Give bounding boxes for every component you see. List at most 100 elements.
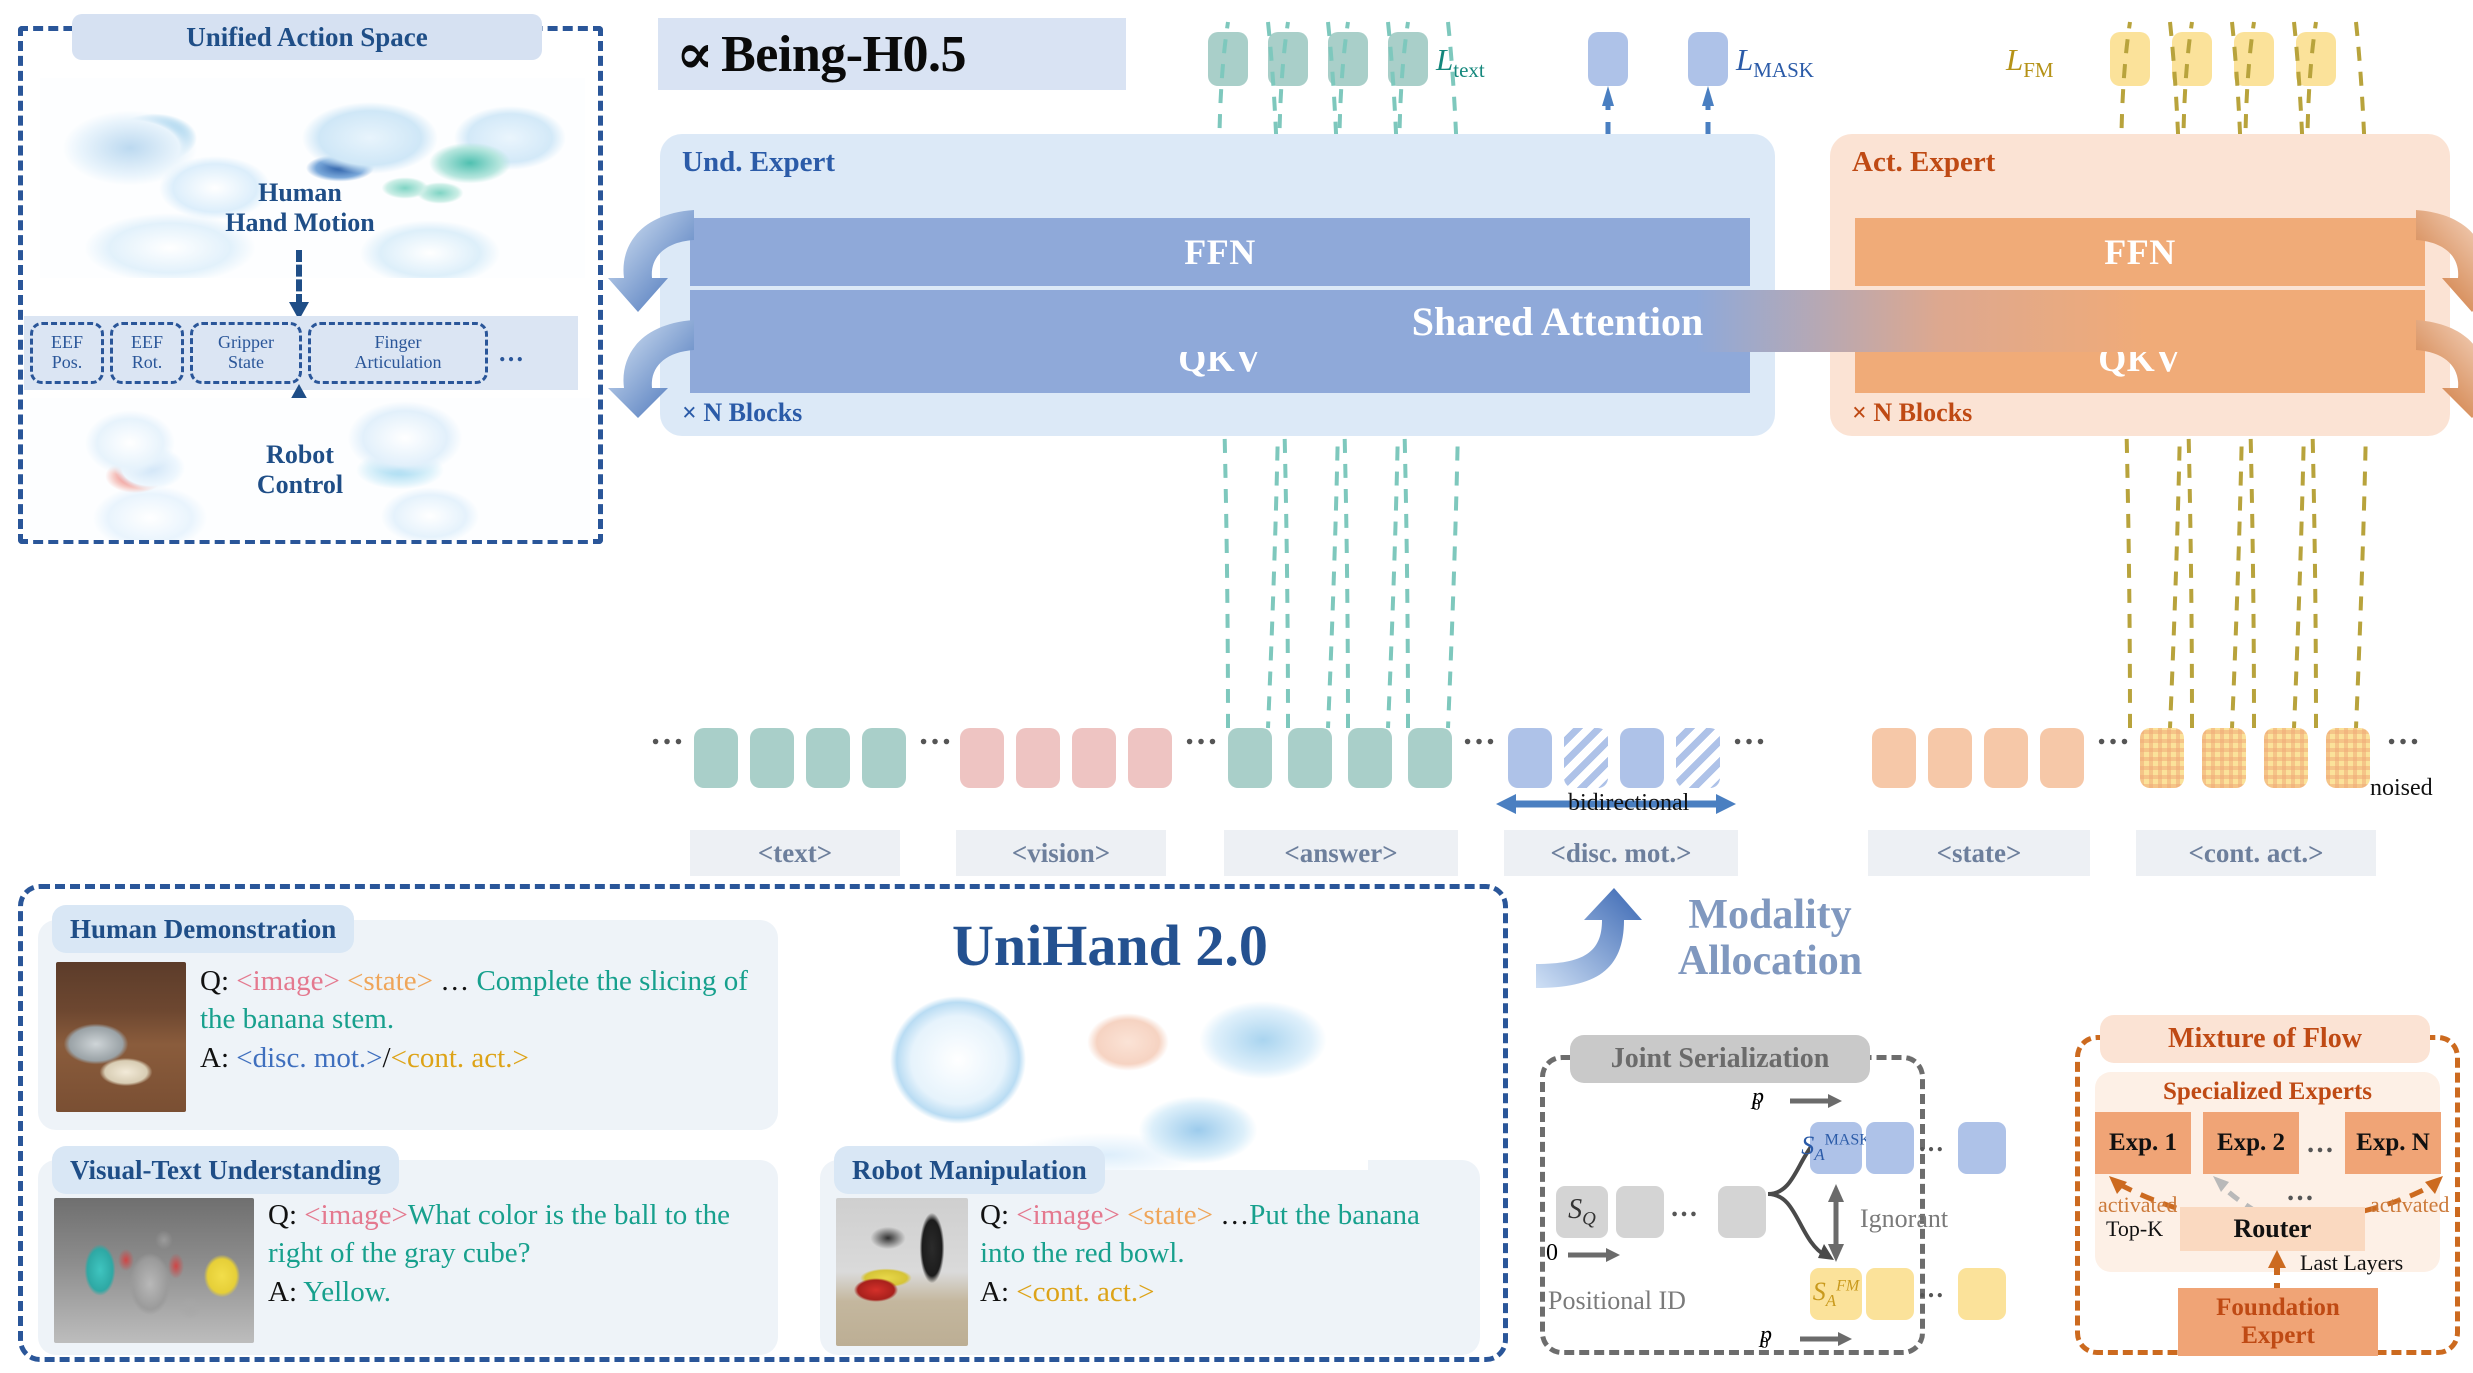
disc-motion-masked-token: [1564, 728, 1608, 788]
loss-mask-token: [1688, 32, 1728, 86]
human-demonstration-title: Human Demonstration: [52, 905, 355, 953]
a-label: A:: [980, 1275, 1009, 1308]
cont-action-noised-token: [2326, 728, 2370, 788]
answer-separator: /: [382, 1041, 391, 1074]
chip-line-2: Pos.: [51, 352, 83, 372]
state-token: [2040, 728, 2084, 788]
act-recurrence-arrow-icon: [2416, 210, 2473, 418]
loss-subscript: text: [1453, 58, 1485, 83]
shared-attention-block: Shared Attention: [690, 290, 2425, 352]
cont-action-noised-token: [2140, 728, 2184, 788]
und-expert-blocks-label: × N Blocks: [682, 398, 803, 427]
specialized-experts-label: Specialized Experts: [2162, 1078, 2372, 1105]
loss-fm-token: [2234, 32, 2274, 86]
bidirectional-label: bidirectional: [1568, 790, 1690, 816]
modality-chip-vision: <vision>: [956, 830, 1166, 876]
action-chip-gripper-state: Gripper State: [190, 322, 302, 384]
answer-cont-token: <cont. act.>: [390, 1041, 529, 1074]
cont-action-noised-token: [2264, 728, 2308, 788]
human-demo-qa: Q: <image> <state> … Complete the slicin…: [200, 962, 760, 1077]
sa-fm-ellipsis: …: [1918, 1274, 1947, 1303]
act-ffn-block: FFN: [1855, 218, 2425, 286]
modality-chip-text: <text>: [690, 830, 900, 876]
text-token: [750, 728, 794, 788]
loss-text-token: [1208, 32, 1248, 86]
loss-symbol: L: [2006, 42, 2024, 77]
visual-text-understanding-title: Visual-Text Understanding: [52, 1146, 399, 1194]
chip-line-2: State: [228, 352, 264, 372]
positional-id-label: Positional ID: [1548, 1286, 1686, 1315]
loss-subscript: MASK: [1753, 58, 1814, 83]
chip-line-1: EEF: [130, 332, 163, 353]
unihand-title: UniHand 2.0: [952, 913, 1268, 978]
vision-token: [1072, 728, 1116, 788]
noised-label: noised: [2370, 775, 2433, 801]
qa-ellipsis: …: [440, 965, 470, 997]
image-token-text: <image>: [236, 965, 340, 997]
und-ffn-block: FFN: [690, 218, 1750, 286]
sa-mask-ellipsis: …: [1918, 1128, 1947, 1157]
loss-fm-token: [2172, 32, 2212, 86]
loss-symbol: L: [1436, 42, 1454, 77]
alpha-symbol-icon: ∝: [676, 21, 714, 87]
sequence-ellipsis: …: [1732, 715, 1769, 752]
action-chip-ellipsis: …: [498, 338, 524, 367]
robot-control-illustration: [30, 398, 590, 540]
robot-manipulation-qa: Q: <image> <state> …Put the banana into …: [980, 1196, 1470, 1311]
answer-disc-token: <disc. mot.>: [236, 1041, 383, 1074]
loss-fm-token: [2296, 32, 2336, 86]
ignorant-double-arrow-icon: [1828, 1184, 1844, 1262]
router-box: Router: [2180, 1207, 2365, 1251]
question-text: Put the banana into the red bowl.: [980, 1199, 1420, 1270]
sequence-ellipsis: …: [2096, 715, 2133, 752]
robot-manipulation-title: Robot Manipulation: [834, 1146, 1105, 1194]
bidirectional-arrow-icon: [1496, 794, 1736, 814]
text-token: [806, 728, 850, 788]
modality-chip-state: <state>: [1868, 830, 2090, 876]
mixture-of-flow-title: Mixture of Flow: [2100, 1015, 2430, 1063]
answer-token: [1408, 728, 1452, 788]
sa-mask-token: [1958, 1122, 2006, 1174]
sequence-ellipsis: …: [2386, 715, 2423, 752]
question-text: What color is the ball to the right of t…: [268, 1199, 730, 1270]
und-expert-label: Und. Expert: [682, 146, 836, 178]
visual-text-qa: Q: <image>What color is the ball to the …: [268, 1196, 768, 1311]
disc-motion-token: [1508, 728, 1552, 788]
modality-chip-answer: <answer>: [1224, 830, 1458, 876]
joint-serialization-title: Joint Serialization: [1570, 1035, 1870, 1083]
disc-motion-masked-token: [1676, 728, 1720, 788]
vision-token: [960, 728, 1004, 788]
chip-line-2: Rot.: [131, 352, 163, 372]
chip-line-1: Gripper: [218, 332, 274, 353]
positional-start-id: 0: [1546, 1240, 1558, 1266]
answer-token: [1228, 728, 1272, 788]
sq-token: SQ: [1556, 1186, 1608, 1238]
topk-label: Top-K: [2106, 1216, 2164, 1241]
unihand-illustration: [868, 980, 1368, 1170]
sa-fm-token: [1958, 1268, 2006, 1320]
chip-line-1: Finger: [374, 332, 422, 353]
loss-symbol: L: [1736, 42, 1754, 77]
action-chip-finger-articulation: Finger Articulation: [308, 322, 488, 384]
loss-fm-token: [2110, 32, 2150, 86]
down-arrow-icon: [289, 250, 309, 320]
sq-token: [1616, 1186, 1664, 1238]
experts-ellipsis: …: [2306, 1128, 2337, 1159]
q-label: Q:: [200, 965, 229, 997]
chip-line-2: Articulation: [354, 352, 442, 372]
loss-text-token: [1328, 32, 1368, 86]
loss-mask-label: LMASK: [1736, 42, 1814, 83]
visual-text-thumbnail: [54, 1198, 254, 1343]
state-token: [1872, 728, 1916, 788]
image-token-text: <image>: [304, 1199, 408, 1231]
text-token: [862, 728, 906, 788]
sa-fm-token: [1866, 1268, 1914, 1320]
sa-mask-token: SAMASK: [1801, 1122, 1871, 1174]
expert-n-box: Exp. N: [2345, 1112, 2441, 1174]
action-chip-eef-pos: EEF Pos.: [30, 322, 104, 384]
sequence-ellipsis: …: [918, 715, 955, 752]
